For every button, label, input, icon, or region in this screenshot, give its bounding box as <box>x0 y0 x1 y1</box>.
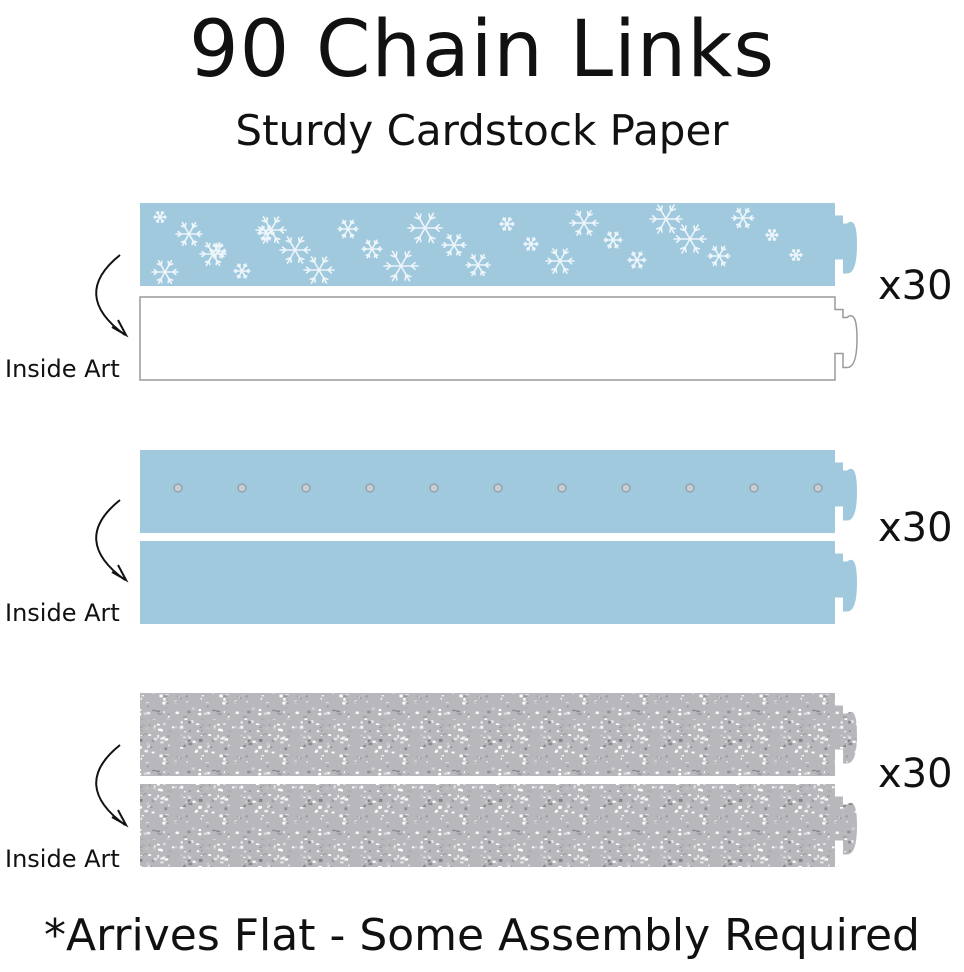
snowflake-icon <box>303 256 335 284</box>
silver-dot <box>557 483 567 493</box>
snowflake-icon <box>673 224 707 254</box>
snowflake-icon <box>279 236 311 264</box>
chain-link-strip-silver-glitter <box>140 693 857 776</box>
silver-dot <box>621 483 631 493</box>
snowflake-icon <box>545 248 575 274</box>
product-title: 90 Chain Links <box>188 5 775 95</box>
snowflake-icon <box>151 259 179 285</box>
curved-arrow-icon <box>95 499 126 581</box>
chain-link-strip-white <box>139 296 858 381</box>
silver-dot <box>493 483 503 493</box>
snowflake-icon <box>153 211 167 223</box>
assembly-note: *Arrives Flat - Some Assembly Required <box>43 910 920 961</box>
snowflake-icon <box>789 249 803 261</box>
chain-link-strip-snowflake <box>140 203 857 286</box>
chain-link-strip-blue <box>140 541 857 624</box>
snowflake-icon <box>175 221 203 247</box>
snowflake-icon <box>627 251 647 269</box>
snowflake-icon <box>209 243 227 259</box>
product-subtitle: Sturdy Cardstock Paper <box>235 106 729 155</box>
snowflake-icon <box>707 245 731 267</box>
snowflake-icon <box>383 250 419 282</box>
silver-dot <box>685 483 695 493</box>
group-2-count: x30 <box>878 505 953 551</box>
group-1-inside-label: Inside Art <box>5 355 120 383</box>
curved-arrow-icon <box>95 254 126 336</box>
snowflake-icon <box>649 204 683 234</box>
group-3-count: x30 <box>878 751 953 797</box>
silver-dot <box>749 483 759 493</box>
silver-dot <box>173 483 183 493</box>
silver-dot <box>429 483 439 493</box>
silver-dot <box>301 483 311 493</box>
snowflake-icon <box>765 229 779 241</box>
group-1-count: x30 <box>878 263 953 309</box>
snowflake-icon <box>465 253 491 277</box>
chain-link-strip-silver-glitter <box>140 784 857 867</box>
curved-arrow-icon <box>95 744 126 826</box>
snowflake-icon <box>337 219 359 239</box>
snowflake-icon <box>523 237 539 251</box>
group-2-inside-label: Inside Art <box>5 599 120 627</box>
arrow-head-icon <box>111 809 129 828</box>
snowflake-icon <box>233 263 251 279</box>
arrow-head-icon <box>111 319 129 338</box>
snowflake-icon <box>569 210 599 236</box>
snowflake-icon <box>361 239 383 259</box>
silver-dot <box>365 483 375 493</box>
snowflake-icon <box>731 207 755 229</box>
silver-dot <box>237 483 247 493</box>
silver-dot <box>813 483 823 493</box>
arrow-head-icon <box>111 564 129 583</box>
snowflake-icon <box>255 216 287 244</box>
snowflake-icon <box>407 212 443 244</box>
snowflake-icon <box>603 231 623 249</box>
group-3-inside-label: Inside Art <box>5 845 120 873</box>
snowflake-icon <box>441 233 467 257</box>
snowflake-icon <box>499 217 515 231</box>
